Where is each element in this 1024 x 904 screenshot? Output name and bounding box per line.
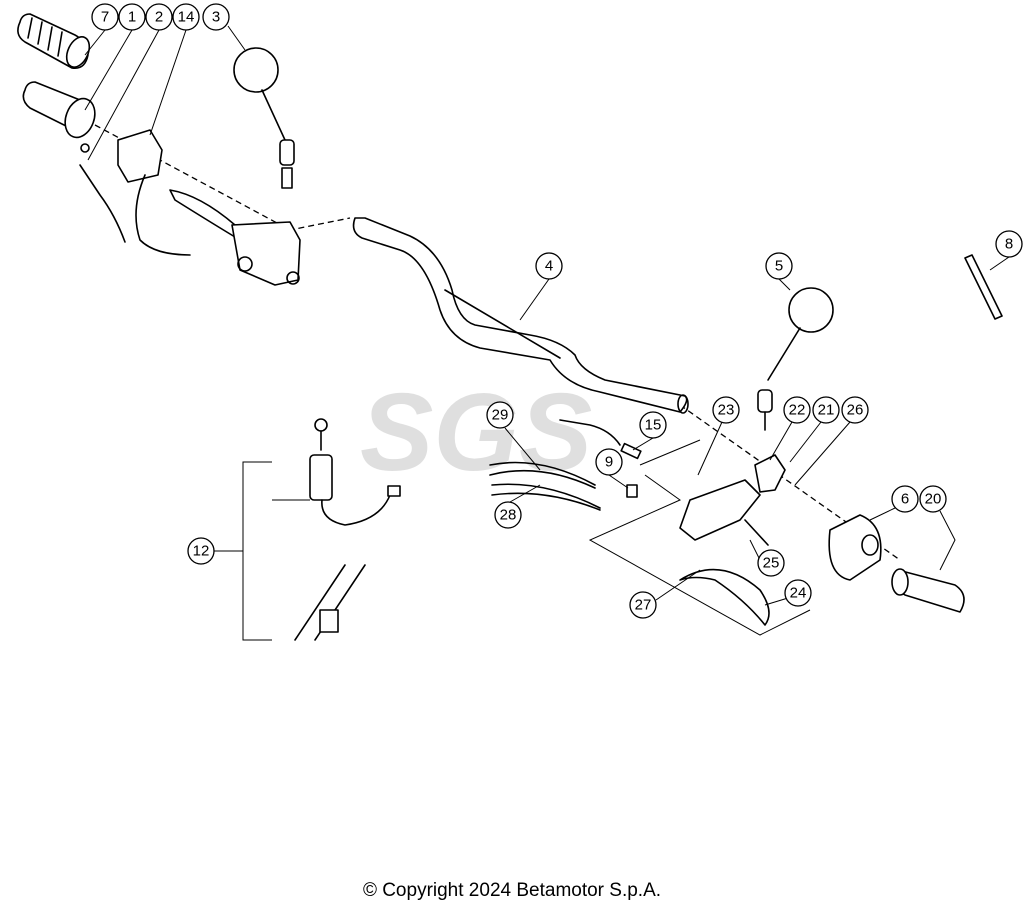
callout-label: 25: [763, 555, 780, 572]
callout-label: 6: [901, 491, 909, 508]
svg-text:SGS: SGS: [360, 371, 592, 494]
callout-15: 15: [639, 411, 667, 439]
callout-label: 28: [500, 507, 517, 524]
callout-label: 1: [128, 9, 136, 26]
callout-label: 3: [212, 9, 220, 26]
callout-label: 23: [718, 402, 735, 419]
callout-5: 5: [765, 252, 793, 280]
copyright-notice: © Copyright 2024 Betamotor S.p.A.: [362, 880, 662, 901]
callout-21: 21: [812, 396, 840, 424]
screw: [626, 484, 638, 498]
adjuster-screw: [620, 442, 642, 460]
callout-label: 14: [178, 9, 195, 26]
grip-right: [891, 568, 965, 613]
clutch-group-bracket: [588, 439, 811, 636]
callout-label: 27: [635, 597, 652, 614]
callout-7: 7: [91, 3, 119, 31]
callout-14: 14: [172, 3, 200, 31]
callout-25: 25: [757, 549, 785, 577]
callout-4: 4: [535, 252, 563, 280]
callout-label: 21: [818, 402, 835, 419]
callout-26: 26: [841, 396, 869, 424]
tool-strip: [964, 254, 1003, 320]
callout-8: 8: [995, 230, 1023, 258]
callout-label: 24: [790, 585, 807, 602]
callout-22: 22: [783, 396, 811, 424]
callout-label: 5: [775, 258, 783, 275]
ignition-switch: [294, 418, 401, 641]
clutch-lever-assembly: [679, 454, 786, 626]
callout-29: 29: [486, 401, 514, 429]
throttle-grip: [22, 81, 96, 153]
callout-label: 29: [492, 407, 509, 424]
callout-label: 8: [1005, 236, 1013, 253]
leader-lines: [84, 25, 1010, 606]
callout-label: 2: [155, 9, 163, 26]
callout-label: 9: [605, 454, 613, 471]
callout-27: 27: [629, 591, 657, 619]
callout-2: 2: [145, 3, 173, 31]
callout-6: 6: [891, 485, 919, 513]
clutch-cables: [489, 419, 621, 511]
watermark: SGS: [360, 371, 592, 494]
callout-12: 12: [187, 537, 215, 565]
callout-9: 9: [595, 448, 623, 476]
callout-label: 22: [789, 402, 806, 419]
handlebar: [352, 217, 689, 414]
callout-28: 28: [494, 501, 522, 529]
throttle-housing: [117, 129, 191, 256]
callout-20: 20: [919, 485, 947, 513]
callout-label: 7: [101, 9, 109, 26]
switch-group-bracket: [214, 461, 310, 641]
callout-label: 20: [925, 491, 942, 508]
callout-label: 26: [847, 402, 864, 419]
throttle-cable: [79, 164, 126, 243]
callout-label: 4: [545, 258, 553, 275]
mirror-right: [757, 287, 834, 431]
mirror-left: [233, 47, 295, 189]
callout-3: 3: [202, 3, 230, 31]
callout-1: 1: [118, 3, 146, 31]
grip-left: [17, 13, 91, 70]
callout-label: 15: [645, 417, 662, 434]
brake-master-cylinder: [169, 189, 301, 286]
callout-label: 12: [193, 543, 210, 560]
callout-24: 24: [784, 579, 812, 607]
bar-end-weight: [828, 514, 882, 581]
callout-23: 23: [712, 396, 740, 424]
